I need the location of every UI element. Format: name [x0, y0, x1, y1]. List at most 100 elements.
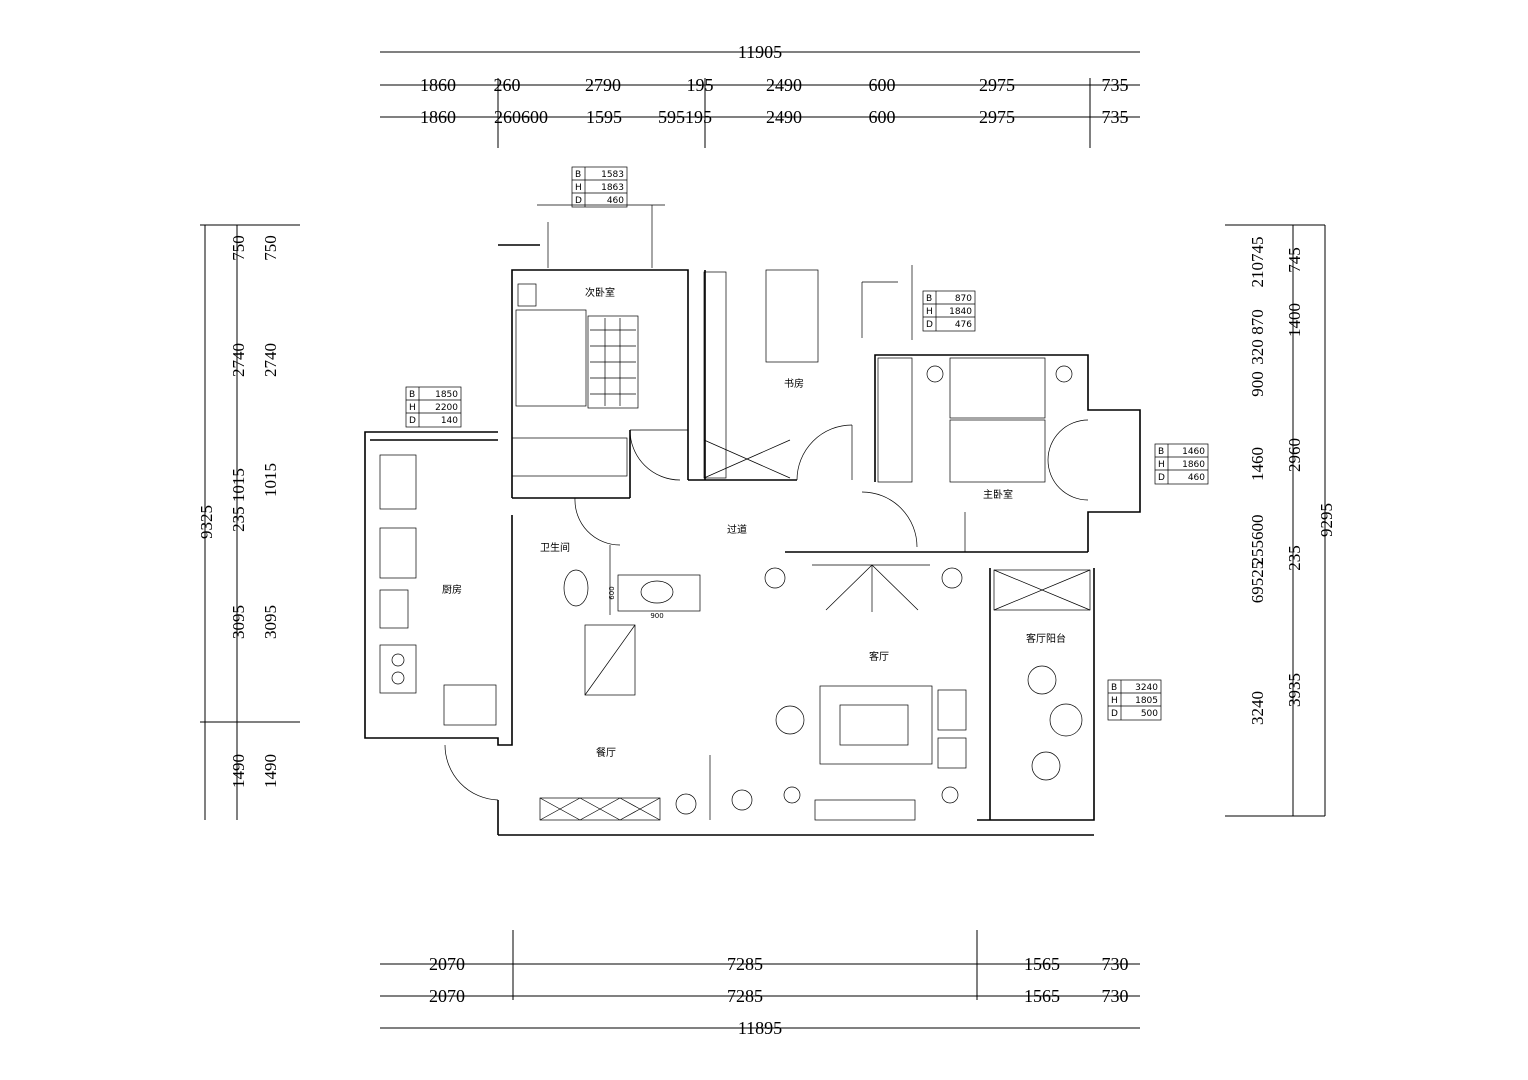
bottom-dim-r1-0: 2070 — [429, 954, 465, 974]
tag-b-value: 3240 — [1135, 683, 1158, 693]
left-dim-c2-1: 2740 — [261, 343, 280, 377]
tag-d-value: 476 — [955, 320, 972, 330]
tag-b-value: 1460 — [1182, 447, 1205, 457]
right-dim-c1-6: 69525 — [1248, 561, 1267, 604]
top-dim-r2-3: 595195 — [658, 107, 712, 127]
tag-h-label: H — [409, 403, 416, 413]
room-label-corridor: 过道 — [727, 523, 747, 536]
basin-depth-label: 600 — [608, 586, 616, 599]
left-dim-c2-0: 750 — [261, 235, 280, 261]
tag-d-value: 460 — [607, 196, 624, 206]
right-dim-c2-2: 2960 — [1285, 438, 1304, 472]
room-label-bathroom: 卫生间 — [540, 541, 570, 554]
right-dim-c1-5: 255600 — [1248, 515, 1267, 566]
room-label-kitchen: 厨房 — [442, 583, 462, 596]
left-dim-c2-4: 1490 — [261, 754, 280, 788]
top-dim-r1-1: 260 — [494, 75, 521, 95]
tag-b-value: 1583 — [601, 170, 624, 180]
tag-h-value: 1863 — [601, 183, 624, 193]
tag-h-value: 1840 — [949, 307, 972, 317]
right-dim-c1-2: 320 — [1248, 339, 1267, 365]
tag-b-label: B — [1158, 447, 1164, 457]
top-dim-r1-2: 2790 — [585, 75, 621, 95]
tag-b-label: B — [1111, 683, 1117, 693]
cabinet-tag: B H D 870 1840 476 — [922, 290, 976, 332]
cabinet-tag: B H D 1460 1860 460 — [1154, 443, 1209, 485]
room-label-dining-room: 餐厅 — [596, 746, 616, 759]
tag-b-value: 870 — [955, 294, 972, 304]
hatch-pattern — [590, 318, 636, 406]
bottom-dimensions: 2070 7285 1565 730 2070 7285 1565 730 11… — [380, 930, 1140, 1038]
tag-b-label: B — [409, 390, 415, 400]
tag-h-value: 1805 — [1135, 696, 1158, 706]
room-label-study: 书房 — [784, 377, 804, 390]
left-dim-c1-4: 1490 — [229, 754, 248, 788]
top-dim-r2-7: 735 — [1102, 107, 1129, 127]
room-label-living-room: 客厅 — [869, 650, 889, 663]
right-dim-c2-0: 745 — [1285, 247, 1304, 273]
top-dim-r1-4: 2490 — [766, 75, 802, 95]
bottom-dim-r2-2: 1565 — [1024, 986, 1060, 1006]
cabinet-tag: B H D 1583 1863 460 — [571, 166, 628, 208]
top-dim-r1-7: 735 — [1102, 75, 1129, 95]
left-dim-c1-2: 235 1015 — [229, 468, 248, 532]
tag-d-value: 140 — [441, 416, 458, 426]
room-label-second-bedroom: 次卧室 — [585, 286, 615, 299]
room-label-living-balcony: 客厅阳台 — [1026, 632, 1066, 645]
cabinet-tag: B H D 3240 1805 500 — [1107, 679, 1162, 721]
top-dim-r2-0: 1860 — [420, 107, 456, 127]
furniture — [379, 269, 1091, 821]
bottom-dim-r2-3: 730 — [1102, 986, 1129, 1006]
tag-d-label: D — [409, 416, 416, 426]
right-dim-c1-4: 1460 — [1248, 447, 1267, 481]
room-labels: 次卧室 书房 主卧室 过道 卫生间 厨房 客厅 客厅阳台 餐厅 900 600 — [442, 286, 1066, 759]
right-dim-c1-3: 900 — [1248, 371, 1267, 397]
left-dim-c1-3: 3095 — [229, 605, 248, 639]
top-dim-r1-3: 195 — [687, 75, 714, 95]
right-dimensions: 210745 870 320 900 1460 255600 69525 324… — [1225, 224, 1336, 817]
cabinet-tag: B H D 1850 2200 140 — [405, 386, 462, 428]
right-total-dim: 9295 — [1317, 503, 1336, 537]
tag-d-value: 460 — [1188, 473, 1205, 483]
bottom-dim-r2-0: 2070 — [429, 986, 465, 1006]
top-dim-r1-0: 1860 — [420, 75, 456, 95]
right-dim-c2-4: 3935 — [1285, 673, 1304, 707]
top-dim-r2-2: 1595 — [586, 107, 622, 127]
left-dim-c1-0: 750 — [229, 235, 248, 261]
room-label-master-bedroom: 主卧室 — [983, 488, 1013, 501]
right-dim-c1-0: 210745 — [1248, 237, 1267, 288]
top-dimensions: 11905 1860 260 2790 195 2490 600 2975 73… — [380, 42, 1140, 148]
left-dimensions: 9325 750 2740 235 1015 3095 1490 750 274… — [197, 224, 300, 820]
doors — [444, 419, 1089, 801]
tag-h-label: H — [1111, 696, 1118, 706]
bottom-dim-r2-1: 7285 — [727, 986, 763, 1006]
tag-d-label: D — [1158, 473, 1165, 483]
tag-h-label: H — [926, 307, 933, 317]
left-dim-c1-1: 2740 — [229, 343, 248, 377]
tag-d-label: D — [1111, 709, 1118, 719]
top-dim-r1-5: 600 — [869, 75, 896, 95]
tag-d-label: D — [926, 320, 933, 330]
bottom-total-dim: 11895 — [738, 1018, 782, 1038]
bottom-dim-r1-1: 7285 — [727, 954, 763, 974]
tag-h-value: 2200 — [435, 403, 458, 413]
right-dim-c2-1: 1400 — [1285, 303, 1304, 337]
top-dim-r1-6: 2975 — [979, 75, 1015, 95]
tag-h-label: H — [1158, 460, 1165, 470]
tag-h-value: 1860 — [1182, 460, 1205, 470]
top-dim-r2-4: 2490 — [766, 107, 802, 127]
tag-b-label: B — [926, 294, 932, 304]
top-dim-r2-1: 260600 — [494, 107, 548, 127]
tag-d-label: D — [575, 196, 582, 206]
top-dim-r2-6: 2975 — [979, 107, 1015, 127]
tag-b-value: 1850 — [435, 390, 458, 400]
tag-d-value: 500 — [1141, 709, 1158, 719]
top-dim-r2-5: 600 — [869, 107, 896, 127]
left-dim-c2-2: 1015 — [261, 463, 280, 497]
basin-width-label: 900 — [650, 612, 663, 620]
bottom-dim-r1-2: 1565 — [1024, 954, 1060, 974]
right-dim-c1-1: 870 — [1248, 309, 1267, 335]
right-dim-c2-3: 235 — [1285, 545, 1304, 571]
walls — [364, 204, 1141, 836]
